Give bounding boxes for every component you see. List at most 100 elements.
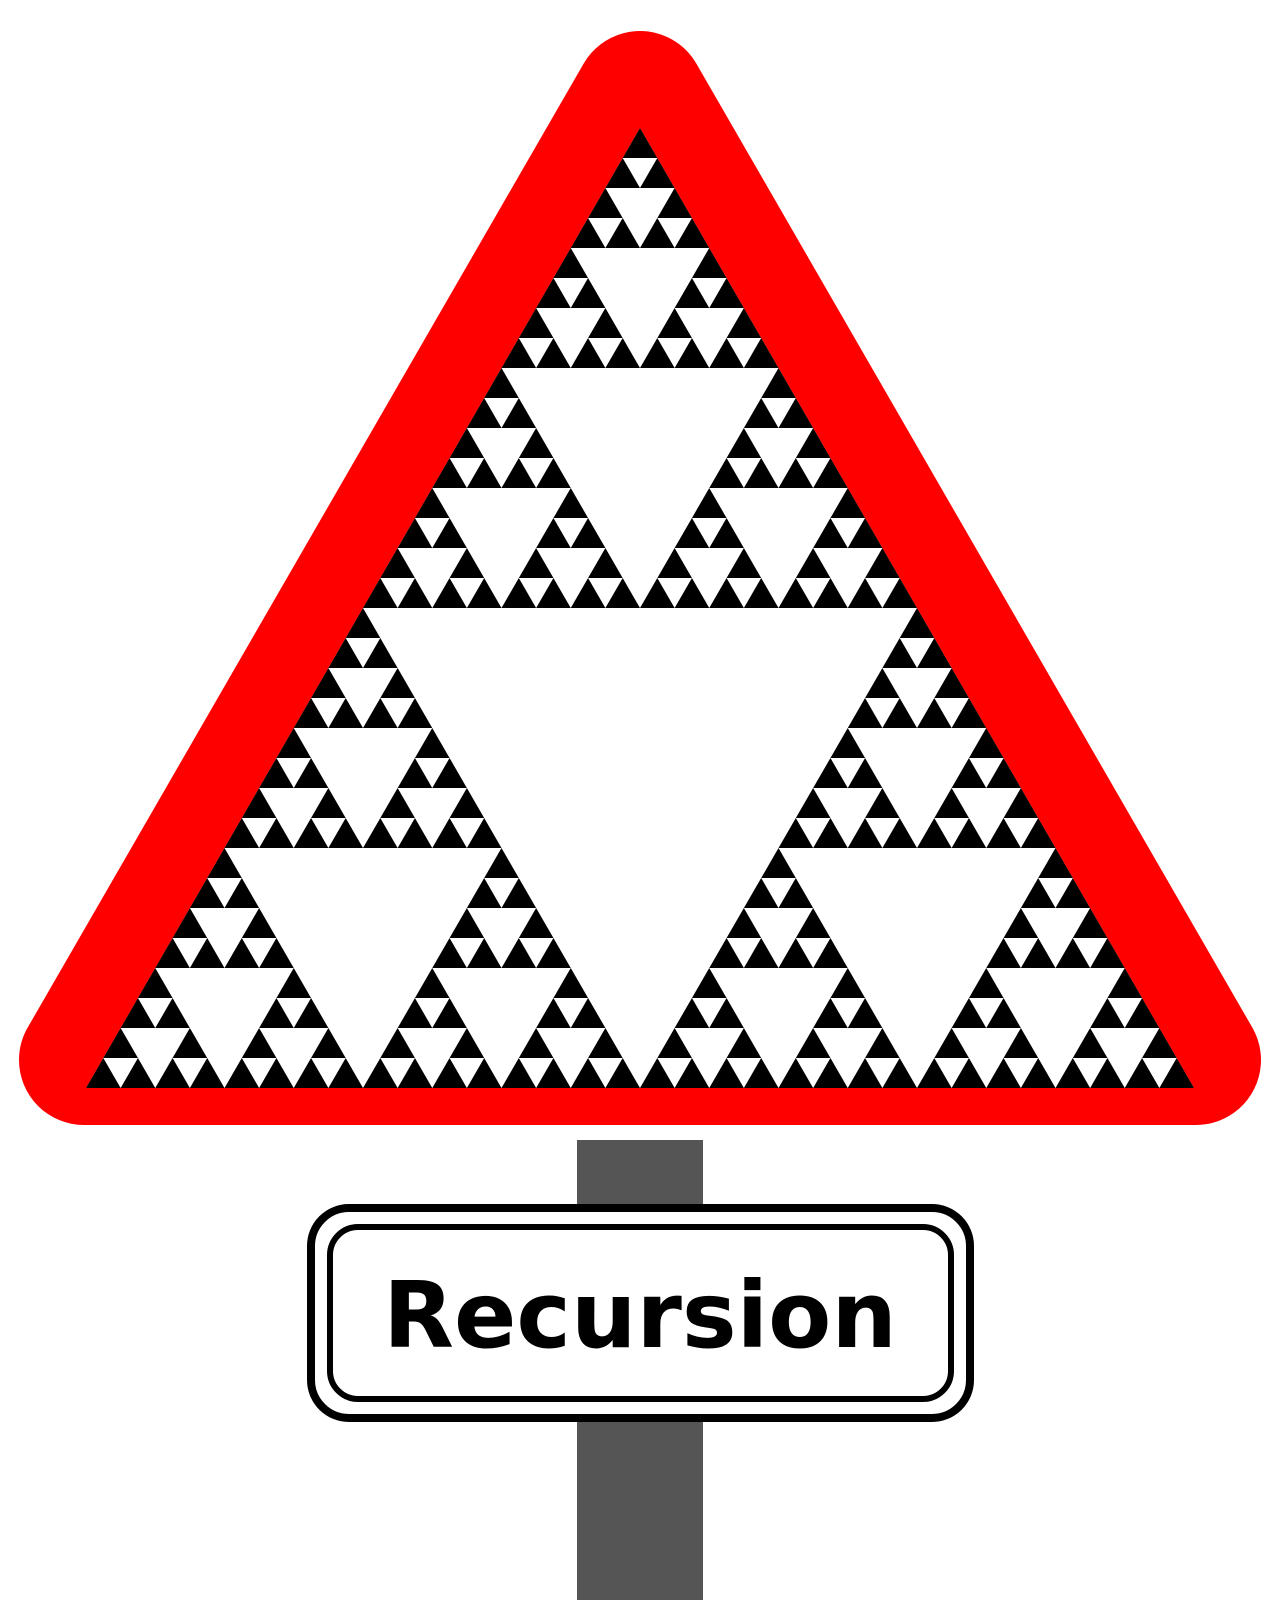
fractal-triangle [674, 578, 710, 608]
fractal-triangle [813, 818, 848, 848]
fractal-triangle [917, 818, 952, 848]
fractal-triangle [1055, 938, 1091, 968]
fractal-triangle [536, 1058, 571, 1088]
fractal-triangle [172, 908, 208, 938]
fractal-triangle [899, 608, 935, 638]
sign-plate [307, 1204, 974, 1422]
fractal-triangle [1038, 848, 1073, 878]
fractal-triangle [674, 338, 710, 368]
fractal-triangle [882, 818, 917, 848]
fractal-triangle [397, 698, 433, 728]
fractal-triangle [674, 1058, 710, 1088]
fractal-triangle [432, 818, 467, 848]
fractal-triangle [813, 518, 848, 548]
fractal-triangle [882, 1058, 917, 1088]
fractal-triangle [968, 968, 1004, 998]
fractal-triangle [709, 1058, 744, 1088]
fractal-triangle [951, 818, 987, 848]
fractal-triangle [466, 938, 502, 968]
fractal-triangle [605, 578, 640, 608]
fractal-triangle [536, 278, 571, 308]
fractal-triangle [674, 218, 710, 248]
fractal-triangle [86, 1058, 121, 1088]
fractal-triangle [380, 788, 415, 818]
fractal-triangle [536, 998, 571, 1028]
fractal-triangle [813, 578, 848, 608]
fractal-triangle [605, 1058, 640, 1088]
fractal-triangle [293, 1058, 329, 1088]
fractal-triangle [518, 428, 554, 458]
fractal-triangle [120, 998, 156, 1028]
fractal-triangle [761, 368, 796, 398]
fractal-triangle [605, 338, 640, 368]
fractal-triangle [311, 668, 346, 698]
fractal-triangle [588, 188, 623, 218]
fractal-triangle [795, 1028, 831, 1058]
fractal-triangle [501, 458, 537, 488]
fractal-triangle [813, 938, 848, 968]
fractal-triangle [709, 998, 744, 1028]
fractal-triangle [934, 1028, 969, 1058]
fractal-triangle [830, 728, 866, 758]
fractal-triangle [363, 818, 398, 848]
fractal-triangle [847, 818, 883, 848]
fractal-triangle [189, 878, 225, 908]
fractal-triangle [432, 458, 467, 488]
fractal-triangle [847, 758, 883, 788]
fractal-triangle [743, 338, 779, 368]
fractal-triangle [986, 758, 1021, 788]
fractal-triangle [466, 1058, 502, 1088]
fractal-triangle [466, 458, 502, 488]
fractal-triangle [397, 998, 433, 1028]
fractal-triangle [570, 338, 606, 368]
fractal-triangle [397, 758, 433, 788]
fractal-triangle [743, 878, 779, 908]
fractal-triangle [640, 1058, 675, 1088]
fractal-triangle [951, 1058, 987, 1088]
fractal-triangle [328, 638, 363, 668]
fractal-triangle [466, 578, 502, 608]
fractal-triangle [588, 1028, 623, 1058]
fractal-triangle [466, 818, 502, 848]
fractal-triangle [553, 248, 589, 278]
fractal-triangle [1055, 878, 1091, 908]
fractal-triangle [536, 518, 571, 548]
fractal-triangle [1003, 788, 1039, 818]
fractal-triangle [709, 458, 744, 488]
fractal-triangle [882, 698, 917, 728]
fractal-triangle [709, 278, 744, 308]
fractal-triangle [657, 548, 692, 578]
fractal-triangle [588, 548, 623, 578]
fractal-triangle [986, 1058, 1021, 1088]
fractal-triangle [518, 308, 554, 338]
fractal-triangle [414, 968, 450, 998]
fractal-triangle [293, 998, 329, 1028]
fractal-triangle [536, 458, 571, 488]
fractal-triangle [917, 638, 952, 668]
fractal-triangle [778, 398, 814, 428]
fractal-triangle [726, 908, 762, 938]
fractal-triangle [1072, 908, 1108, 938]
fractal-triangle [259, 1058, 294, 1088]
fractal-triangle [709, 338, 744, 368]
fractal-triangle [449, 1028, 485, 1058]
fractal-triangle [795, 788, 831, 818]
fractal-triangle [917, 1058, 952, 1088]
fractal-triangle [865, 548, 900, 578]
fractal-triangle [813, 998, 848, 1028]
fractal-triangle [743, 1058, 779, 1088]
fractal-triangle [293, 698, 329, 728]
fractal-triangle [501, 938, 537, 968]
fractal-triangle [536, 578, 571, 608]
fractal-triangle [986, 818, 1021, 848]
fractal-triangle [691, 248, 727, 278]
fractal-triangle [830, 488, 866, 518]
fractal-triangle [1020, 1058, 1056, 1088]
fractal-triangle [432, 1058, 467, 1088]
fractal-triangle [622, 128, 658, 158]
fractal-triangle [172, 1028, 208, 1058]
fractal-triangle [709, 518, 744, 548]
fractal-triangle [674, 278, 710, 308]
fractal-triangle [241, 788, 277, 818]
